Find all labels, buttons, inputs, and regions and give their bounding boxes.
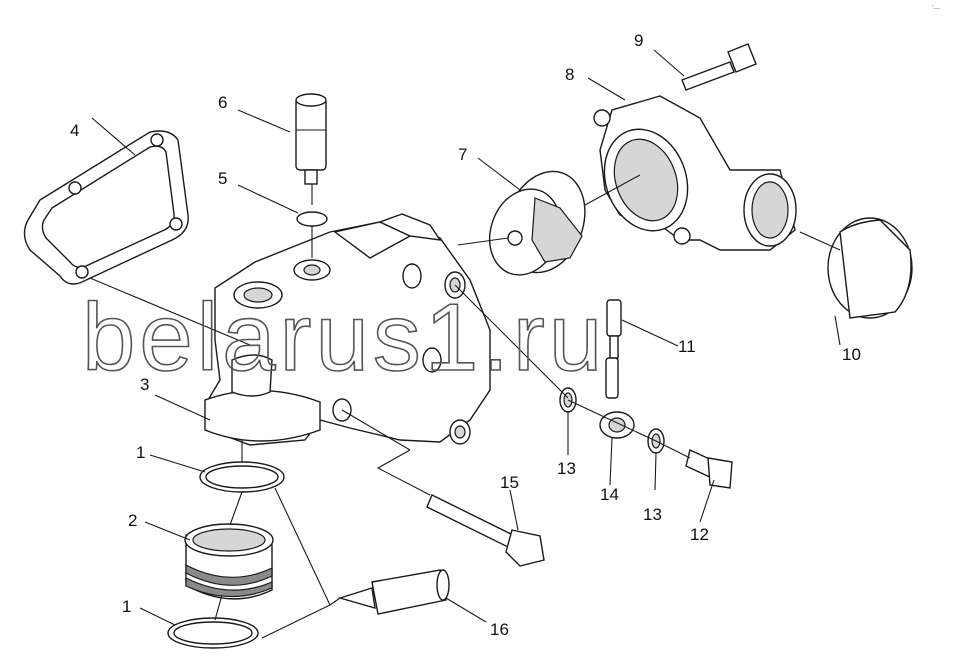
part-sensor-bottom (337, 569, 450, 615)
part-outlet-housing (593, 95, 797, 251)
callout-13-left: 13 (557, 459, 576, 478)
callout-8: 8 (565, 65, 574, 84)
callout-14: 14 (600, 485, 619, 504)
part-bolt-long (681, 43, 757, 91)
part-oring-upper (199, 461, 285, 493)
callout-2: 2 (128, 511, 137, 530)
callout-16: 16 (490, 620, 509, 639)
part-gasket (23, 130, 189, 285)
callout-15: 15 (500, 473, 519, 492)
leader-lines (89, 49, 841, 639)
callout-13-right: 13 (643, 505, 662, 524)
callout-10: 10 (842, 345, 861, 364)
corner-mark: ′— (932, 5, 940, 12)
callout-4: 4 (70, 121, 79, 140)
part-sensor-top (295, 93, 327, 185)
part-oring-lower (167, 617, 259, 649)
watermark-text: belarus1.ru (82, 284, 606, 391)
callout-7: 7 (458, 145, 467, 164)
part-thermostat (488, 170, 586, 276)
callout-1-lower: 1 (122, 597, 131, 616)
callout-5: 5 (218, 169, 227, 188)
callout-9: 9 (634, 31, 643, 50)
callout-labels: 4 6 5 7 8 9 3 1 2 1 11 10 13 14 13 12 15… (70, 31, 861, 639)
part-small-oring (296, 211, 328, 227)
callout-1-upper: 1 (136, 443, 145, 462)
callout-6: 6 (218, 93, 227, 112)
callout-11: 11 (678, 337, 696, 356)
callout-12: 12 (690, 525, 709, 544)
part-bolt-stud (426, 494, 545, 567)
part-fitting-upper (606, 299, 622, 359)
part-cap (827, 217, 913, 319)
part-sleeve (184, 523, 274, 600)
callout-3: 3 (140, 375, 149, 394)
part-bolt-short (685, 449, 733, 489)
